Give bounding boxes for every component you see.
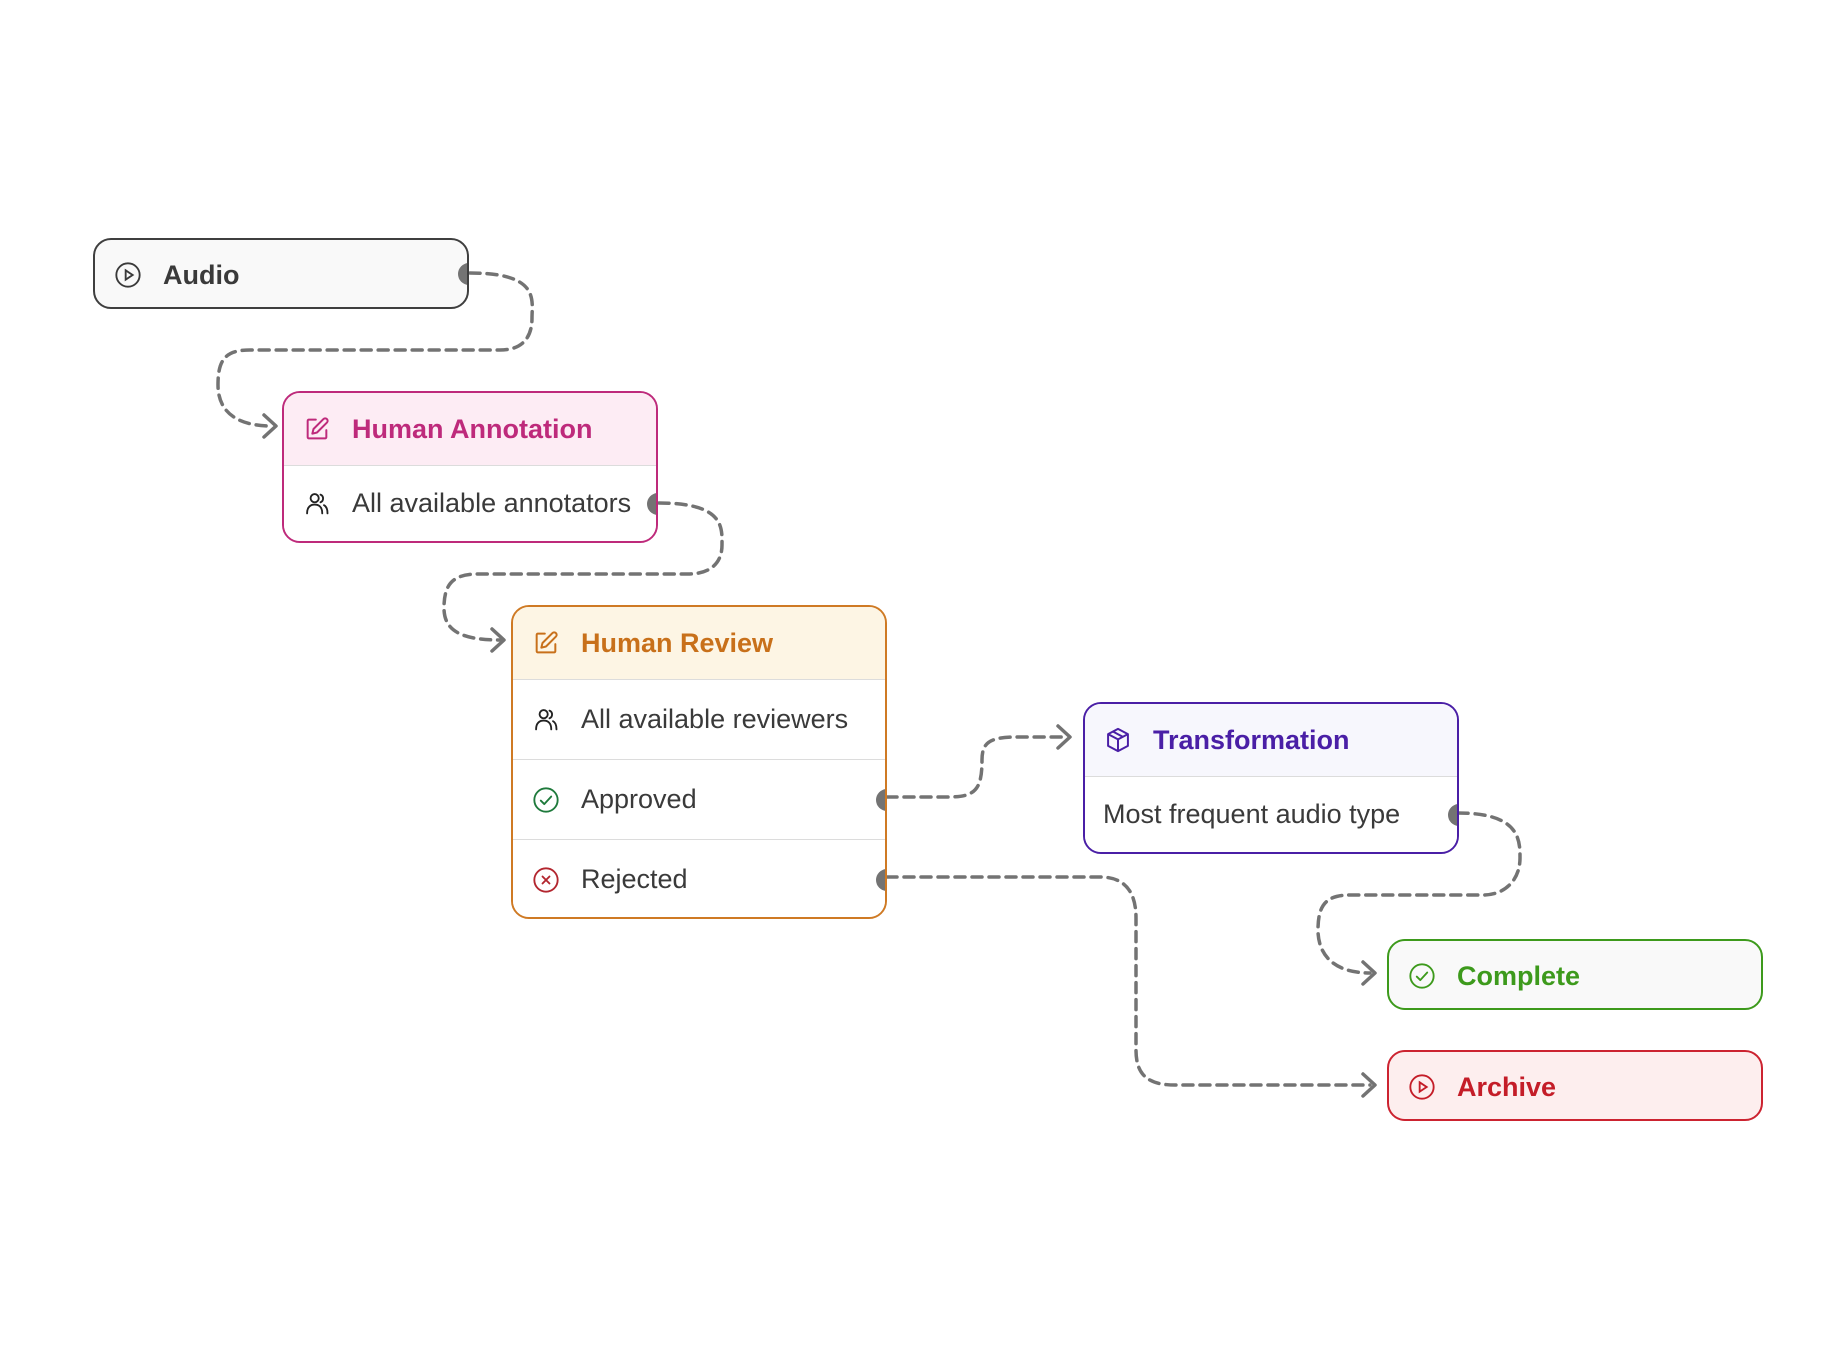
- edge-approved-to-transformation: [885, 735, 1067, 799]
- annotators-label: All available annotators: [352, 488, 632, 518]
- human-annotation-header: Human Annotation: [284, 393, 656, 465]
- users-icon: [531, 705, 561, 735]
- approved-row[interactable]: Approved: [513, 759, 885, 839]
- arrowhead-annotation: [262, 413, 278, 439]
- play-circle-icon: [113, 260, 143, 290]
- check-circle-icon: [531, 785, 561, 815]
- rejected-output-handle[interactable]: [876, 868, 885, 891]
- reviewers-row[interactable]: All available reviewers: [513, 679, 885, 759]
- complete-node[interactable]: Complete: [1387, 939, 1763, 1010]
- human-review-node[interactable]: Human Review All available reviewers App…: [511, 605, 887, 919]
- archive-node-label: Archive: [1457, 1071, 1557, 1102]
- edit-icon: [531, 628, 561, 658]
- human-review-title: Human Review: [581, 627, 774, 658]
- edge-rejected-to-archive: [885, 875, 1372, 1087]
- human-annotation-title: Human Annotation: [352, 413, 593, 444]
- play-circle-icon: [1407, 1072, 1437, 1102]
- arrowhead-review: [490, 627, 506, 653]
- archive-node[interactable]: Archive: [1387, 1050, 1763, 1121]
- transformation-output-handle[interactable]: [1448, 803, 1457, 826]
- arrowhead-archive: [1361, 1072, 1377, 1098]
- complete-node-label: Complete: [1457, 960, 1581, 991]
- arrowhead-transformation: [1056, 724, 1072, 750]
- rejected-row[interactable]: Rejected: [513, 839, 885, 917]
- check-circle-icon: [1407, 961, 1437, 991]
- complete-node-header: Complete: [1389, 941, 1761, 1008]
- edit-icon: [302, 414, 332, 444]
- arrowhead-complete: [1361, 960, 1377, 986]
- rejected-label: Rejected: [581, 864, 688, 894]
- users-icon: [302, 489, 332, 519]
- human-review-header: Human Review: [513, 607, 885, 679]
- transformation-title: Transformation: [1153, 724, 1350, 755]
- archive-node-header: Archive: [1389, 1052, 1761, 1119]
- audio-node-header: Audio: [95, 240, 467, 307]
- annotators-row[interactable]: All available annotators: [284, 465, 656, 541]
- transformation-detail-row[interactable]: Most frequent audio type: [1085, 776, 1457, 852]
- transformation-node[interactable]: Transformation Most frequent audio type: [1083, 702, 1459, 854]
- cube-icon: [1103, 725, 1133, 755]
- approved-label: Approved: [581, 784, 697, 814]
- reviewers-label: All available reviewers: [581, 704, 849, 734]
- audio-node-label: Audio: [163, 259, 240, 290]
- human-annotation-node[interactable]: Human Annotation All available annotator…: [282, 391, 658, 543]
- x-circle-icon: [531, 865, 561, 895]
- annotation-output-handle[interactable]: [647, 492, 656, 515]
- transformation-header: Transformation: [1085, 704, 1457, 776]
- approved-output-handle[interactable]: [876, 788, 885, 811]
- audio-node[interactable]: Audio: [93, 238, 469, 309]
- audio-output-handle[interactable]: [458, 262, 467, 285]
- transformation-detail-label: Most frequent audio type: [1103, 799, 1401, 829]
